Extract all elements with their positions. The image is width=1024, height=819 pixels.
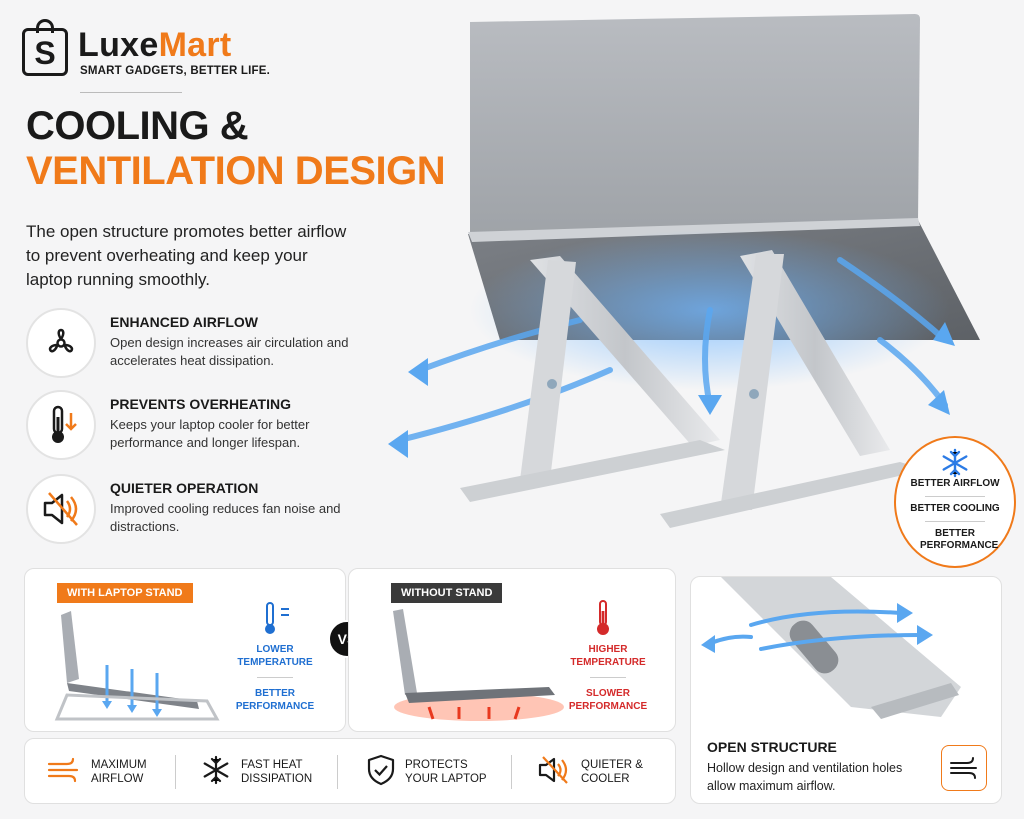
thermometer-icon bbox=[26, 390, 96, 460]
speaker-mute-icon bbox=[537, 755, 571, 789]
speaker-mute-icon bbox=[26, 474, 96, 544]
laptop-stand-illustration bbox=[388, 14, 980, 528]
open-structure-card: OPEN STRUCTURE Hollow design and ventila… bbox=[690, 576, 1002, 804]
benefits-badge: BETTER AIRFLOW BETTER COOLING BETTER PER… bbox=[894, 436, 1016, 568]
wind-icon bbox=[47, 756, 81, 788]
benefit-fast-heat-dissipation: FAST HEAT DISSIPATION bbox=[201, 739, 341, 805]
feature-enhanced-airflow: ENHANCED AIRFLOW Open design increases a… bbox=[26, 308, 356, 378]
feature-quieter-operation: QUIETER OPERATION Improved cooling reduc… bbox=[26, 474, 356, 544]
fan-icon bbox=[26, 308, 96, 378]
airflow-icon bbox=[941, 745, 987, 791]
feature-prevents-overheating: PREVENTS OVERHEATING Keeps your laptop c… bbox=[26, 390, 356, 460]
comparison-without-stand: WITHOUT STAND HIGHER TEMPERATURE SLOWER … bbox=[348, 568, 676, 732]
benefit-quieter-cooler: QUIETER & COOLER bbox=[537, 739, 667, 805]
logo-letter: S bbox=[34, 35, 56, 71]
benefit-maximum-airflow: MAXIMUM AIRFLOW bbox=[47, 739, 177, 805]
divider bbox=[80, 92, 182, 93]
snowflake-icon bbox=[896, 448, 1014, 478]
benefits-bar: MAXIMUM AIRFLOW FAST HEAT DISSIPATION PR… bbox=[24, 738, 676, 804]
open-structure-title: OPEN STRUCTURE bbox=[707, 739, 837, 755]
laptop-flat-illustration bbox=[393, 609, 564, 721]
snowflake-icon bbox=[201, 755, 231, 789]
benefit-protects-laptop: PROTECTS YOUR LAPTOP bbox=[367, 739, 507, 805]
laptop-on-stand-illustration bbox=[54, 611, 220, 721]
shield-check-icon bbox=[367, 754, 395, 790]
with-stand-tag: WITH LAPTOP STAND bbox=[57, 583, 193, 603]
without-stand-tag: WITHOUT STAND bbox=[391, 583, 503, 603]
page-title: COOLING & VENTILATION DESIGN bbox=[26, 104, 446, 193]
logo-bag-icon: S bbox=[22, 19, 68, 76]
open-structure-desc: Hollow design and ventilation holes allo… bbox=[707, 761, 903, 794]
brand-name: LuxeMart bbox=[78, 26, 232, 64]
thermometer-icon bbox=[593, 599, 613, 642]
thermometer-icon bbox=[261, 601, 291, 642]
comparison-with-stand: WITH LAPTOP STAND LOWER TEMPERATURE BETT… bbox=[24, 568, 346, 732]
stand-closeup-illustration bbox=[701, 577, 961, 719]
intro-text: The open structure promotes better airfl… bbox=[26, 222, 347, 290]
brand-tagline: SMART GADGETS, BETTER LIFE. bbox=[80, 65, 271, 77]
